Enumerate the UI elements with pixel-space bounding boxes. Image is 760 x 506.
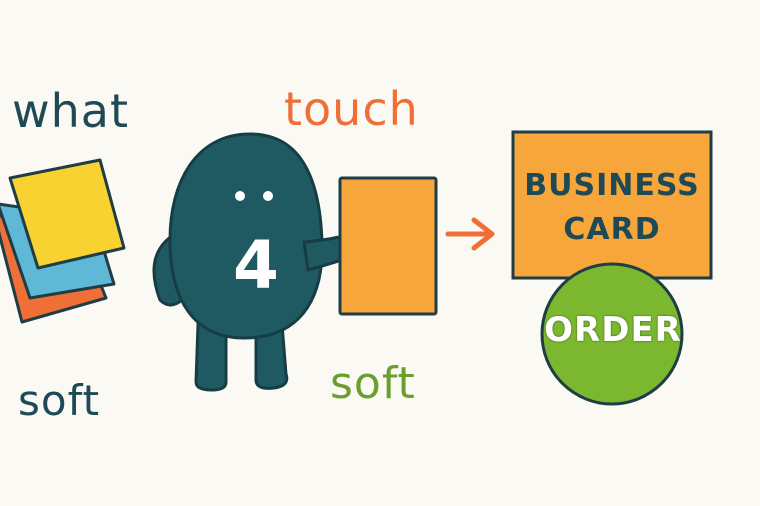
held-card [338, 176, 438, 316]
character-number: 4 [233, 227, 279, 304]
word-soft-dark: soft [18, 376, 101, 425]
paper-stack-icon [0, 158, 126, 324]
business-card-box [511, 130, 713, 280]
business-card-line2: CARD [563, 212, 661, 247]
order-button[interactable]: ORDER [544, 310, 682, 350]
business-card-line1: BUSINESS [524, 168, 700, 203]
character-eye-right [263, 191, 273, 201]
arrow-right-icon [445, 217, 495, 251]
character-eye-left [235, 191, 245, 201]
business-card-label: BUSINESS CARD [513, 164, 711, 252]
order-circle [540, 262, 684, 406]
word-what: what [12, 84, 130, 138]
word-soft-green: soft [330, 358, 416, 409]
word-touch: touch [284, 82, 419, 136]
